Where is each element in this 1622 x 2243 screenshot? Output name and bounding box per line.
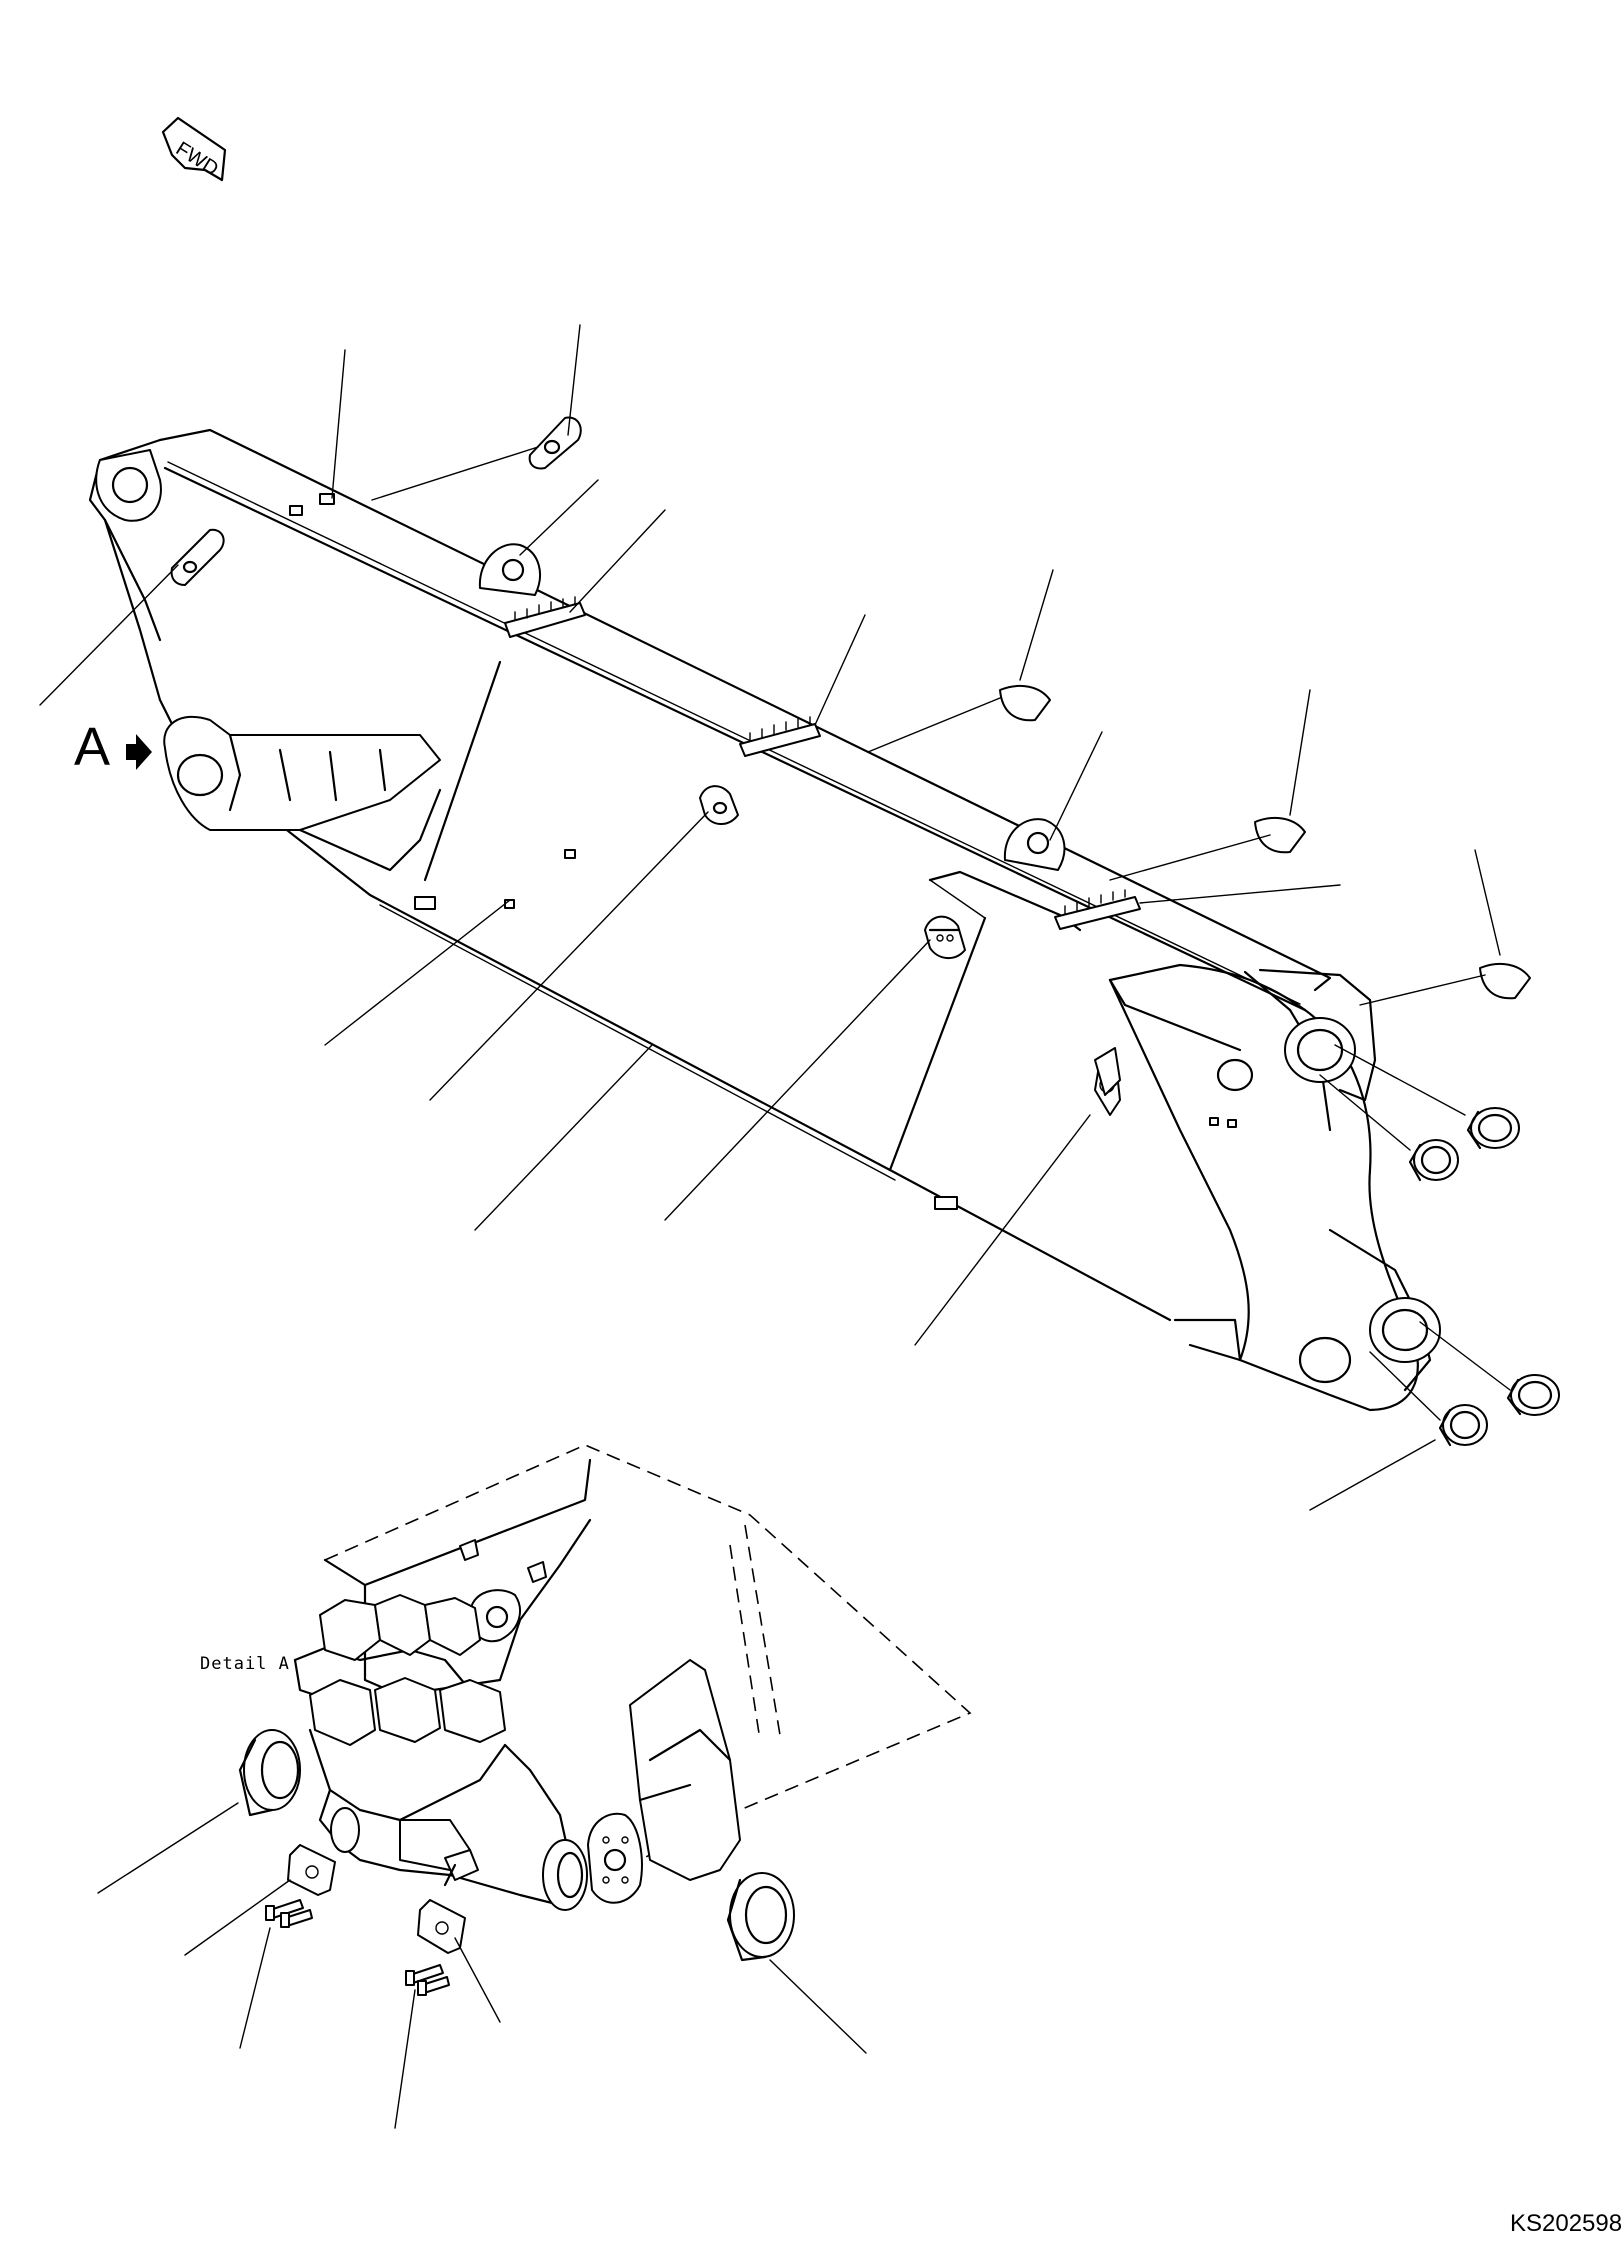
comb-bracket-2	[739, 723, 821, 757]
forward-direction-icon: FWD	[161, 116, 227, 182]
view-marker-a	[126, 734, 152, 770]
detail-bushing-left	[238, 1729, 301, 1817]
bushing-4	[1438, 1404, 1488, 1447]
lifting-lug-1	[478, 543, 541, 596]
cover-plate-top	[528, 416, 582, 470]
detail-a-view	[97, 1444, 972, 2129]
detail-plate-2	[417, 1899, 466, 1954]
detail-bushing-right	[726, 1872, 795, 1962]
round-cover-2	[1254, 816, 1306, 854]
detail-plate-1	[287, 1844, 336, 1896]
boom-parts	[170, 416, 1560, 1447]
boom-assembly	[88, 428, 1441, 1412]
comb-bracket-3	[1054, 896, 1141, 930]
drawing-code: KS202598	[1510, 2210, 1622, 2237]
bushing-1	[1466, 1107, 1520, 1150]
detail-bolts-2	[405, 1964, 450, 1996]
bushing-3	[1506, 1374, 1560, 1416]
lifting-lug-2	[1003, 818, 1066, 871]
boom-bottom-plate	[208, 768, 1172, 1322]
round-cover-3	[1479, 962, 1531, 1000]
bushing-2	[1408, 1139, 1459, 1182]
detail-bolts-1	[265, 1899, 313, 1928]
detail-a-label: Detail A	[200, 1654, 290, 1674]
comb-bracket-1	[504, 602, 586, 638]
boom-top-plate	[158, 428, 1332, 992]
inspection-cover-2	[924, 915, 966, 959]
boom-arm-bracket	[1108, 963, 1419, 1412]
leader-lines	[39, 324, 1501, 1511]
inspection-cover-1	[699, 785, 739, 825]
round-cover-1	[999, 684, 1051, 722]
cover-plate-rear	[170, 528, 225, 586]
side-tab	[1094, 1047, 1121, 1096]
view-marker-label: A	[74, 717, 111, 777]
